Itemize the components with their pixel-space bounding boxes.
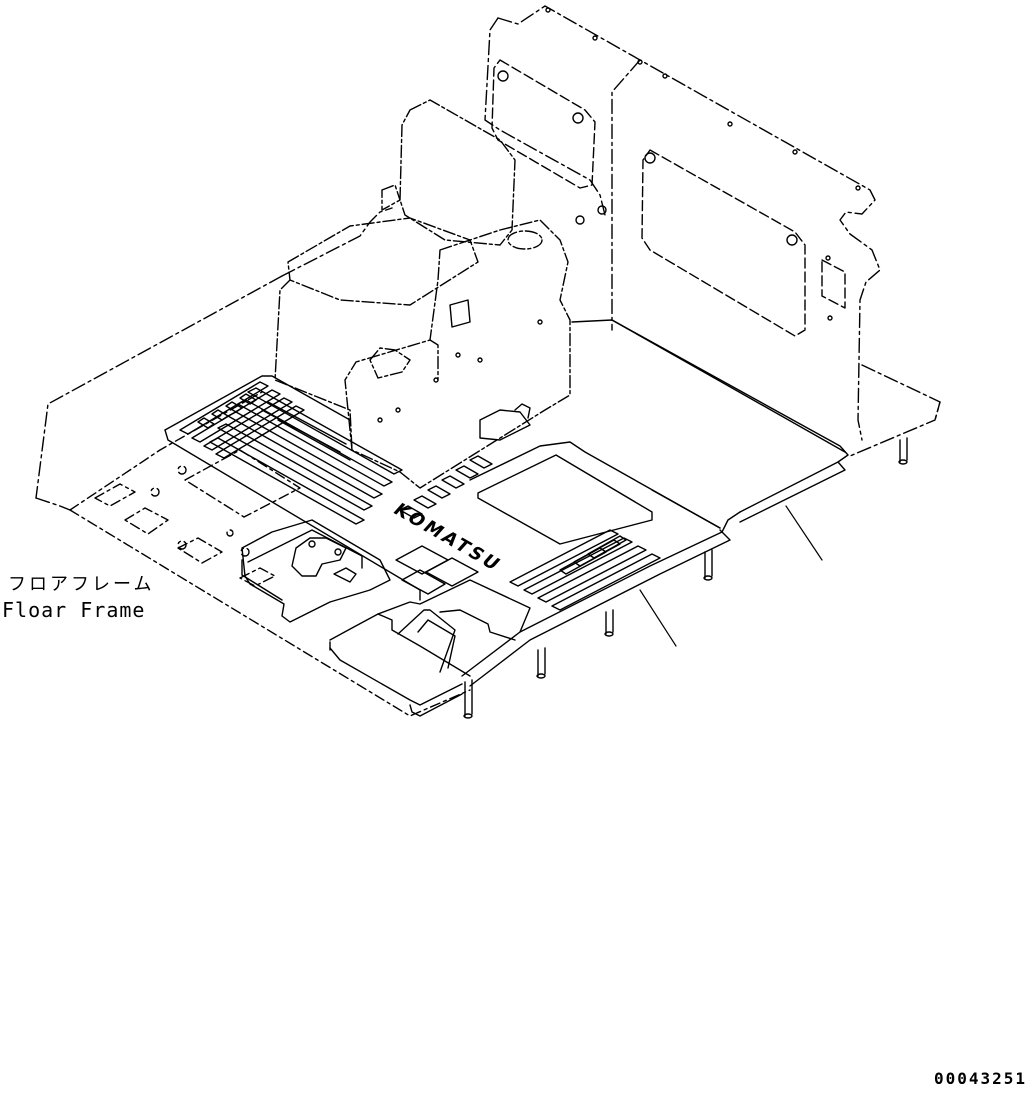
floor-mat [164, 319, 849, 717]
floor-frame-label-jp: フロアフレーム [8, 574, 155, 595]
wall-panel-left [491, 59, 596, 189]
mat-logo: KOMATSU [389, 500, 507, 576]
floor-frame-posts [463, 437, 908, 719]
mat-slots [197, 393, 479, 587]
wall-bolts [497, 7, 861, 321]
floor-frame-label-en: Floar Frame [2, 598, 146, 622]
wall-panel-right [641, 149, 846, 337]
floor-frame [69, 391, 941, 717]
mat-logo-text: KOMATSU [389, 500, 507, 576]
mat-ribs-right [399, 455, 661, 611]
operator-seat [274, 99, 571, 489]
leader-line-1 [785, 505, 823, 561]
leader-line-2 [639, 589, 677, 647]
mat-ribs-left [179, 381, 403, 525]
console-details [377, 299, 543, 441]
document-number: 00043251 [933, 1069, 1027, 1088]
leader-lines [639, 505, 823, 647]
